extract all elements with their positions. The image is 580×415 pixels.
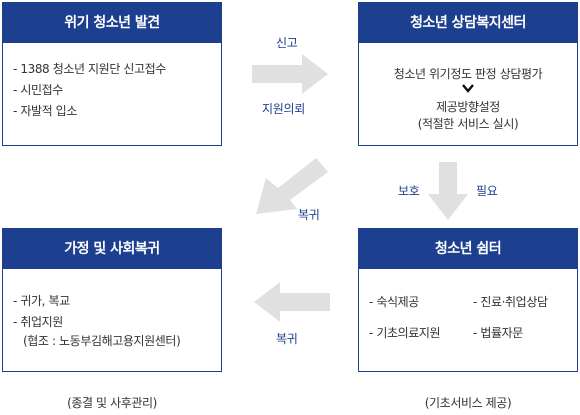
list-item: - 자발적 입소 [13,104,77,118]
list-item: - 시민접수 [13,83,63,97]
diagonal-arrow-icon [256,158,328,214]
return-label: 복귀 [276,332,298,346]
counseling-center-title: 청소년 상담복지센터 [359,3,577,43]
down-arrow-icon [428,162,468,220]
left-caption: (종결 및 사후관리) [67,396,157,410]
list-item: - 기초의료지원 [369,326,441,340]
shelter-title: 청소년 쉼터 [359,229,577,269]
protect-label: 보호 [398,184,420,198]
right-arrow-icon [252,54,328,94]
crisis-discovery-title: 위기 청소년 발견 [3,3,221,43]
shelter-box: 청소년 쉼터 - 숙식제공 - 진료·취업상담 - 기초의료지원 - 법률자문 [358,228,578,372]
counseling-center-box: 청소년 상담복지센터 청소년 위기정도 판정 상담평가 제공방향설정 (적절한 … [358,2,578,146]
crisis-discovery-box: 위기 청소년 발견 - 1388 청소년 지원단 신고접수 - 시민접수 - 자… [2,2,222,146]
crisis-discovery-list: - 1388 청소년 지원단 신고접수 - 시민접수 - 자발적 입소 [3,43,221,122]
list-item: - 진료·취업상담 [473,295,548,309]
direction-setting-text: 제공방향설정 [436,100,500,114]
cooperation-text: (협조 : 노동부김해고용지원센터) [23,334,181,348]
list-item: - 귀가, 복교 [13,294,70,308]
support-request-label: 지원의뢰 [262,102,305,116]
family-return-title: 가정 및 사회복귀 [3,229,221,269]
family-return-box: 가정 및 사회복귀 - 귀가, 복교 - 취업지원 (협조 : 노동부김해고용지… [2,228,222,372]
left-arrow-icon [254,282,330,322]
list-item: - 1388 청소년 지원단 신고접수 [13,62,166,76]
list-item: - 법률자문 [473,326,523,340]
job-support-text: - 취업지원 [13,315,63,329]
right-caption: (기초서비스 제공) [424,396,512,410]
need-label: 필요 [476,184,498,198]
assessment-text: 청소년 위기정도 판정 상담평가 [393,67,543,81]
service-text: (적절한 서비스 실시) [417,117,519,131]
family-return-list: - 귀가, 복교 - 취업지원 (협조 : 노동부김해고용지원센터) [3,269,221,349]
report-label: 신고 [276,36,298,50]
down-chevron-icon [359,83,577,99]
return-diagonal-label: 복귀 [298,208,320,222]
list-item: - 취업지원 (협조 : 노동부김해고용지원센터) [13,312,221,349]
list-item: - 숙식제공 [369,295,419,309]
